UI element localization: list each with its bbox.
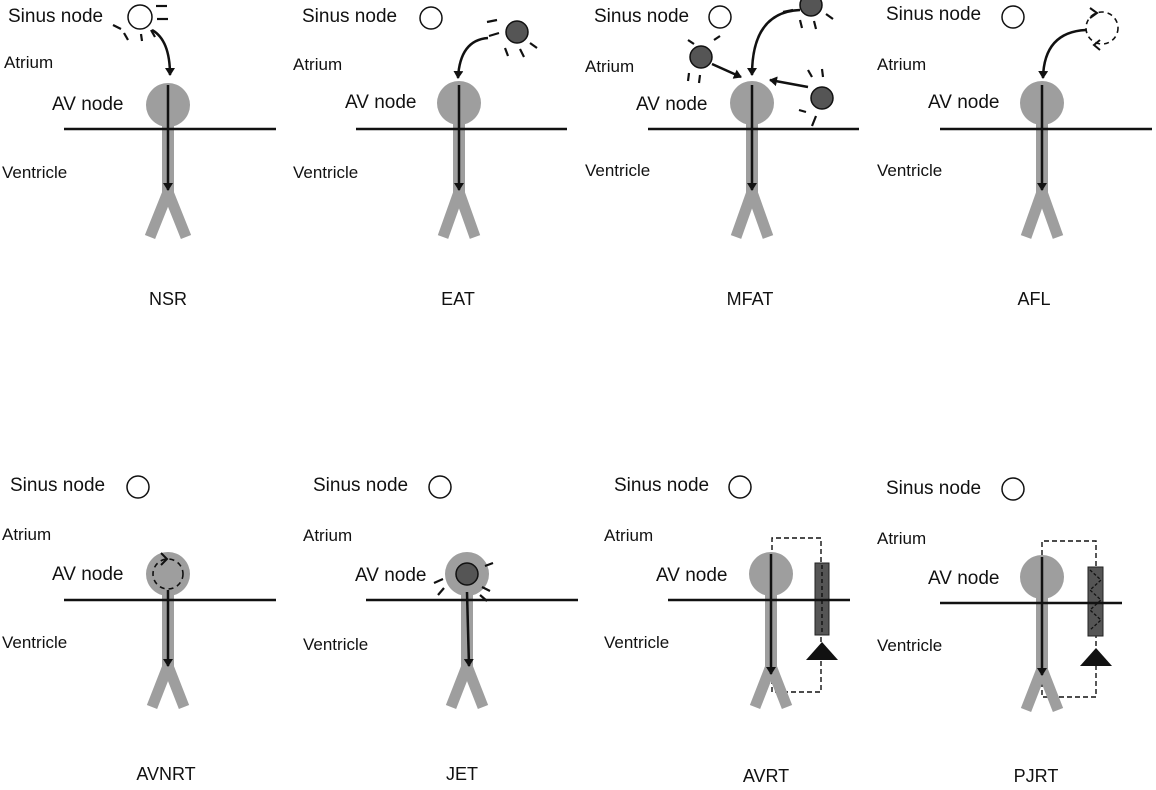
sinus-node-label: Sinus node (886, 4, 981, 25)
impulse-arrow-top (747, 8, 801, 76)
ventricle-label: Ventricle (604, 633, 669, 652)
sinus-node-circle (728, 475, 752, 499)
ectopic-focus-right-sparks (798, 68, 825, 127)
unidirectional-block (1080, 648, 1112, 666)
panel-afl: Sinus node Atrium AV node Ventricle AFL (877, 4, 1152, 309)
conduction-arrow (463, 591, 474, 667)
panel-caption: MFAT (727, 289, 774, 309)
impulse-arrow (1038, 28, 1087, 79)
sinus-node-circle (1001, 477, 1025, 501)
panel-caption: AVNRT (136, 764, 195, 784)
panel-eat: Sinus node Atrium AV node Ventricle EAT (293, 6, 567, 309)
reentry-circuit-arrow-bottom (1092, 39, 1101, 51)
panel-caption: AFL (1017, 289, 1050, 309)
sinus-node-circle (127, 4, 153, 30)
sinus-node-circle (419, 6, 443, 30)
av-node-label: AV node (355, 565, 426, 586)
atrium-label: Atrium (4, 53, 53, 72)
impulse-arrow-right (769, 76, 809, 89)
panel-caption: NSR (149, 289, 187, 309)
ectopic-focus-top (799, 0, 823, 17)
ventricle-label: Ventricle (585, 161, 650, 180)
panel-caption: JET (446, 764, 478, 784)
sinus-node-label: Sinus node (886, 478, 981, 499)
av-node-label: AV node (636, 94, 707, 115)
ventricle-label: Ventricle (2, 633, 67, 652)
panel-caption: PJRT (1014, 766, 1059, 786)
junctional-focus (455, 562, 479, 586)
panel-caption: AVRT (743, 766, 789, 786)
atrium-label: Atrium (877, 55, 926, 74)
bundle-branch-right (162, 664, 190, 709)
panel-avnrt: Sinus node Atrium AV node Ventricle AVNR… (2, 475, 276, 784)
panel-caption: EAT (441, 289, 475, 309)
ectopic-focus-left (689, 45, 713, 69)
atrium-label: Atrium (877, 529, 926, 548)
reentry-circuit-arrow (160, 552, 169, 566)
ventricle-label: Ventricle (303, 635, 368, 654)
bundle-branch-right (162, 189, 192, 240)
sinus-node-circle (708, 5, 732, 29)
av-node-label: AV node (928, 568, 999, 589)
ventricle-label: Ventricle (293, 163, 358, 182)
ectopic-focus-left-sparks (686, 35, 721, 84)
av-node-label: AV node (52, 94, 123, 115)
sinus-node-label: Sinus node (10, 475, 105, 496)
atrium-label: Atrium (585, 57, 634, 76)
av-node-label: AV node (928, 92, 999, 113)
sinus-node-circle (1001, 5, 1025, 29)
reentry-circuit (152, 558, 184, 590)
sinus-node-label: Sinus node (302, 6, 397, 27)
panel-jet: Sinus node Atrium AV node Ventricle JET (303, 475, 578, 784)
ectopic-focus-right (810, 86, 834, 110)
atrium-label: Atrium (2, 525, 51, 544)
atrium-label: Atrium (293, 55, 342, 74)
bundle-branch-right (1036, 667, 1064, 712)
sinus-node-circle (126, 475, 150, 499)
sinus-node-label: Sinus node (594, 6, 689, 27)
bundle-branch-right (453, 190, 481, 239)
atrium-label: Atrium (303, 526, 352, 545)
sinus-node-circle (428, 475, 452, 499)
panel-pjrt: Sinus node Atrium AV node Ventricle PJRT (877, 477, 1122, 786)
panel-avrt: Sinus node Atrium AV node Ventricle AVRT (604, 475, 850, 786)
reentry-circuit-arrow-top (1089, 7, 1099, 19)
sinus-node-label: Sinus node (8, 6, 103, 27)
ectopic-focus (505, 20, 529, 44)
bundle-branch-left (144, 189, 174, 240)
panel-nsr: Sinus node Atrium AV node Ventricle NSR (2, 4, 276, 309)
reentry-circuit (1085, 11, 1119, 45)
bundle-branch-right (461, 664, 489, 709)
panel-mfat: Sinus node Atrium AV node Ventricle MFAT (585, 0, 859, 309)
ventricle-label: Ventricle (877, 636, 942, 655)
ventricle-label: Ventricle (2, 163, 67, 182)
bundle-branch-right (1036, 190, 1064, 239)
junctional-focus-sparks (433, 561, 494, 602)
impulse-arrow-left (711, 62, 742, 79)
sinus-node-label: Sinus node (313, 475, 408, 496)
bundle-branch-right (746, 190, 774, 239)
ectopic-focus-sparks (486, 18, 538, 58)
av-node-label: AV node (52, 564, 123, 585)
av-node-label: AV node (345, 92, 416, 113)
impulse-arrow (151, 28, 175, 76)
atrium-label: Atrium (604, 526, 653, 545)
sinus-node-label: Sinus node (614, 475, 709, 496)
unidirectional-block (806, 642, 838, 660)
bundle-branch-right (765, 664, 793, 709)
ventricle-label: Ventricle (877, 161, 942, 180)
impulse-arrow (453, 36, 489, 79)
av-node-label: AV node (656, 565, 727, 586)
